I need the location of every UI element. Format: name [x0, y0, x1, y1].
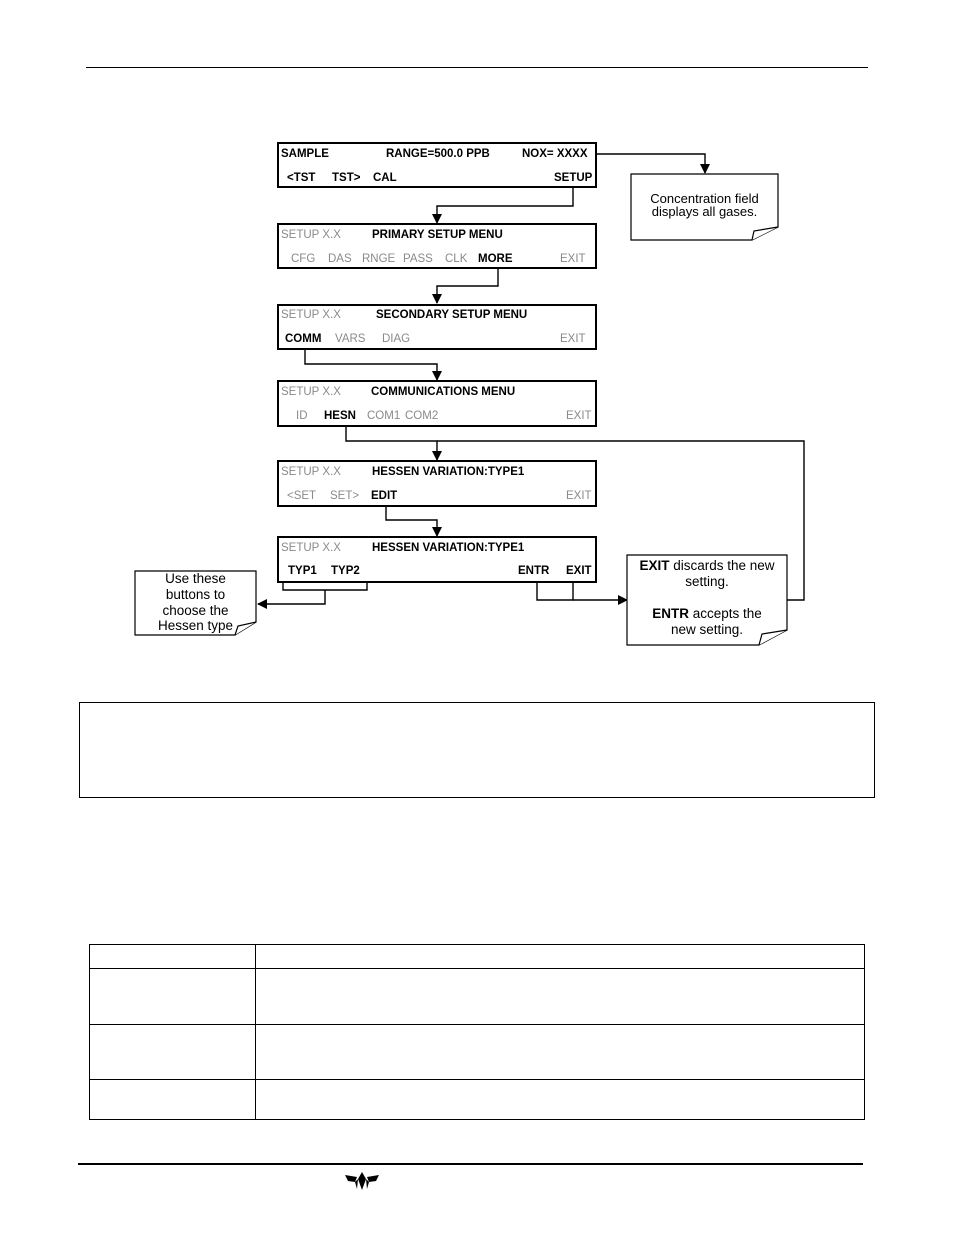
- tst-next-button[interactable]: TST>: [332, 172, 361, 184]
- setup-version-label: SETUP X.X: [281, 229, 341, 241]
- table-header-row: [89, 944, 865, 969]
- arrow-typ-to-note: [257, 590, 326, 609]
- note-type-line3: choose the: [162, 603, 229, 618]
- entr-button[interactable]: ENTR: [518, 565, 550, 577]
- exit-key-label: EXIT: [639, 558, 670, 573]
- arrow-edit-to-hessen-edit: [385, 506, 442, 537]
- table-cell: [89, 1024, 256, 1080]
- setup-version-label: SETUP X.X: [281, 309, 341, 321]
- communications-title: COMMUNICATIONS MENU: [371, 386, 516, 398]
- hessen-variation-edit-panel: SETUP X.X HESSEN VARIATION:TYPE1 TYP1 TY…: [277, 536, 597, 583]
- exit-button[interactable]: EXIT: [566, 565, 592, 577]
- tst-prev-button[interactable]: <TST: [287, 172, 316, 184]
- edit-button[interactable]: EDIT: [371, 490, 398, 502]
- clk-button[interactable]: CLK: [445, 253, 468, 265]
- setup-version-label: SETUP X.X: [281, 542, 341, 554]
- note-concentration: Concentration field displays all gases.: [631, 191, 778, 220]
- note-exit-entr: EXIT discards the new setting. ENTR acce…: [627, 558, 787, 638]
- typ1-button[interactable]: TYP1: [288, 565, 317, 577]
- communications-panel: SETUP X.X COMMUNICATIONS MENU ID HESN CO…: [277, 380, 597, 427]
- set-prev-button[interactable]: <SET: [287, 490, 317, 502]
- secondary-setup-title: SECONDARY SETUP MENU: [376, 309, 528, 321]
- arrow-more-to-secondary: [432, 268, 499, 304]
- exit-button[interactable]: EXIT: [566, 490, 592, 502]
- arrow-comm-to-communications: [304, 350, 442, 381]
- das-button[interactable]: DAS: [328, 253, 352, 265]
- comm-button[interactable]: COMM: [285, 333, 322, 345]
- footer-rule: [78, 1163, 863, 1165]
- more-button[interactable]: MORE: [478, 253, 513, 265]
- note-concentration-line2: displays all gases.: [651, 204, 758, 219]
- primary-setup-panel: SETUP X.X PRIMARY SETUP MENU CFG DAS RNG…: [277, 223, 597, 269]
- com1-button[interactable]: COM1: [367, 410, 401, 422]
- set-next-button[interactable]: SET>: [330, 490, 360, 502]
- vars-button[interactable]: VARS: [335, 333, 366, 345]
- note-type-line1: Use these: [165, 571, 226, 586]
- cfg-button[interactable]: CFG: [291, 253, 316, 265]
- primary-setup-title: PRIMARY SETUP MENU: [372, 229, 503, 241]
- arrow-exit-loop-back: [437, 440, 805, 601]
- arrow-setup-to-primary: [432, 187, 574, 224]
- table-cell: [255, 968, 865, 1025]
- secondary-setup-panel: SETUP X.X SECONDARY SETUP MENU COMM VARS…: [277, 304, 597, 350]
- table-row: [89, 968, 865, 1025]
- table-row: [89, 1079, 865, 1120]
- note-type-line4: Hessen type: [157, 618, 234, 633]
- note-type-buttons: Use these buttons to choose the Hessen t…: [135, 571, 256, 634]
- company-logo-icon: [345, 1172, 379, 1190]
- bracket-entr-exit: [536, 581, 574, 601]
- rnge-button[interactable]: RNGE: [362, 253, 396, 265]
- note-type-line2: buttons to: [165, 587, 226, 602]
- table-cell: [255, 1024, 865, 1080]
- table-cell: [89, 968, 256, 1025]
- exit-button[interactable]: EXIT: [560, 253, 586, 265]
- exit-button[interactable]: EXIT: [566, 410, 592, 422]
- setup-version-label: SETUP X.X: [281, 386, 341, 398]
- table-cell: [89, 1079, 256, 1120]
- mode-label: SAMPLE: [281, 148, 329, 160]
- cal-button[interactable]: CAL: [373, 172, 397, 184]
- typ2-button[interactable]: TYP2: [331, 565, 360, 577]
- exit-button[interactable]: EXIT: [560, 333, 586, 345]
- com2-button[interactable]: COM2: [405, 410, 439, 422]
- arrow-nox-to-note: [597, 153, 710, 174]
- sample-display-panel: SAMPLE RANGE=500.0 PPB NOX= XXXX <TST TS…: [277, 142, 597, 188]
- range-readout: RANGE=500.0 PPB: [386, 148, 490, 160]
- hessen-variation-edit-title: HESSEN VARIATION:TYPE1: [372, 542, 525, 554]
- setup-version-label: SETUP X.X: [281, 466, 341, 478]
- entr-key-label: ENTR: [652, 606, 689, 621]
- header-rule: [86, 67, 868, 68]
- hessen-variation-title: HESSEN VARIATION:TYPE1: [372, 466, 525, 478]
- table-cell: [89, 944, 256, 969]
- note-box: [79, 702, 875, 798]
- exit-description-line2: setting.: [685, 574, 729, 589]
- note-concentration-line1: Concentration field: [650, 191, 759, 206]
- table-cell: [255, 944, 865, 969]
- hesn-button[interactable]: HESN: [324, 410, 356, 422]
- id-button[interactable]: ID: [296, 410, 308, 422]
- entr-description: accepts the: [688, 606, 762, 621]
- hessen-variation-panel: SETUP X.X HESSEN VARIATION:TYPE1 <SET SE…: [277, 460, 597, 507]
- pass-button[interactable]: PASS: [403, 253, 433, 265]
- table-cell: [255, 1079, 865, 1120]
- nox-readout: NOX= XXXX: [522, 148, 588, 160]
- arrow-hesn-to-hessen: [345, 426, 442, 461]
- table-row: [89, 1024, 865, 1080]
- entr-description-line2: new setting.: [670, 622, 744, 637]
- hessen-types-table: [89, 944, 865, 1120]
- setup-button[interactable]: SETUP: [554, 172, 593, 184]
- exit-description: discards the new: [669, 558, 775, 573]
- diag-button[interactable]: DIAG: [382, 333, 411, 345]
